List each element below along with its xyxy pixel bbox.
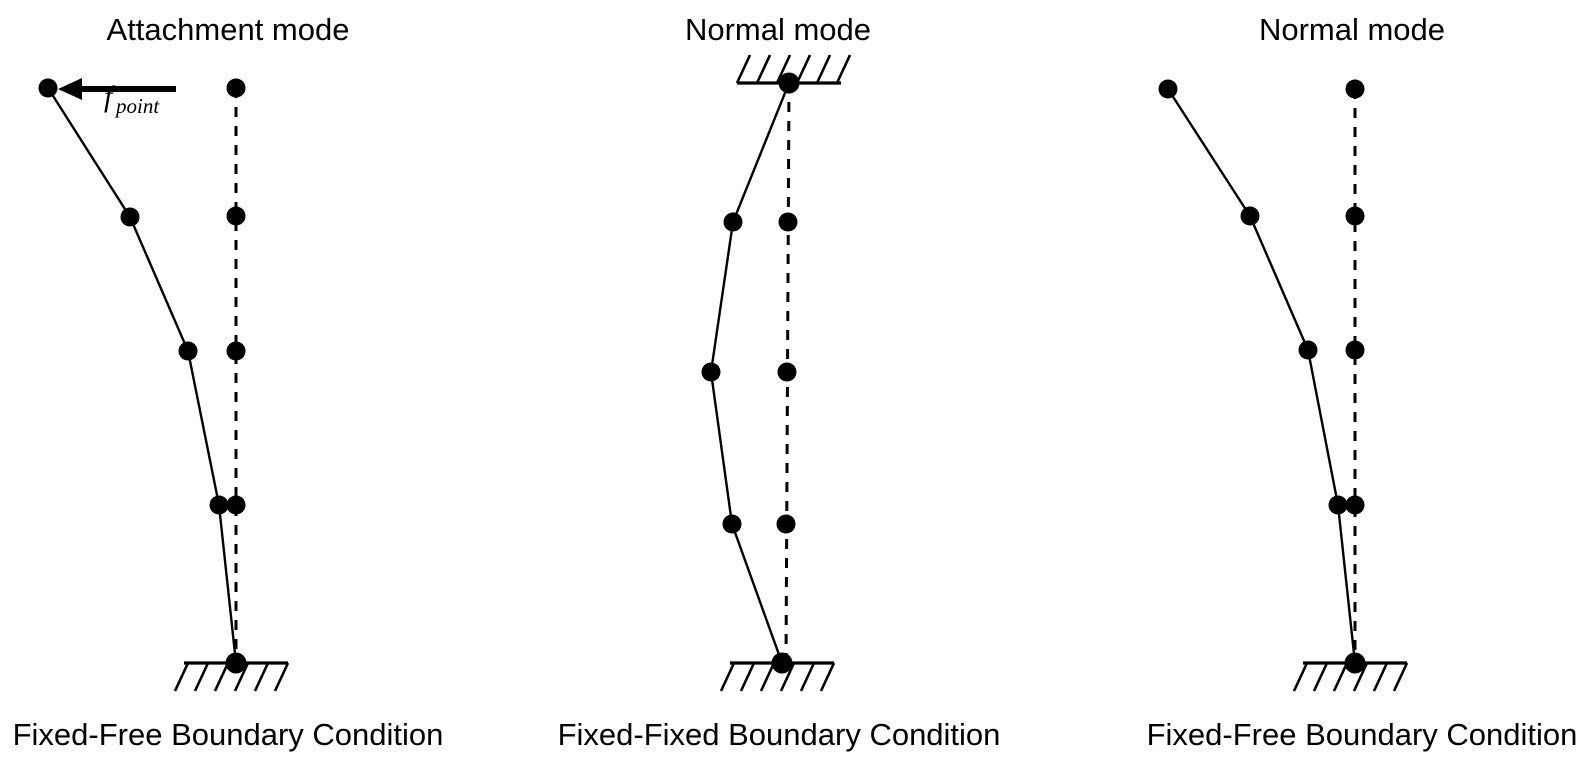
reference-node bbox=[1345, 79, 1365, 99]
mode-node bbox=[723, 212, 743, 232]
mode-node bbox=[1298, 340, 1318, 360]
mode-node bbox=[120, 207, 140, 227]
fixed-support-top-fixed-fixed bbox=[735, 54, 852, 85]
reference-node bbox=[1345, 340, 1365, 360]
force-label-base: f bbox=[104, 80, 116, 113]
mode-shape-curve-fixed-free bbox=[1166, 87, 1357, 665]
panel-title-normal-mode-fixed-free: Normal mode bbox=[1259, 12, 1445, 47]
reference-node bbox=[226, 78, 246, 98]
panel-attachment-mode: Attachment mode bbox=[13, 12, 444, 752]
panel-normal-mode-fixed-free: Normal mode bbox=[1147, 12, 1578, 752]
boundary-condition-label-fixed-free: Fixed-Free Boundary Condition bbox=[1147, 717, 1578, 752]
reference-node bbox=[777, 362, 797, 382]
force-annotation-fpoint: f point bbox=[58, 78, 176, 118]
mode-node bbox=[38, 78, 58, 98]
panel-normal-mode-fixed-fixed: Normal mode bbox=[558, 12, 1001, 752]
mode-shape-curve-fixed-fixed bbox=[709, 81, 791, 665]
mode-node bbox=[701, 362, 721, 382]
mode-shape-curve-attachment bbox=[46, 86, 238, 665]
fixed-support-bottom-fixed-fixed bbox=[719, 661, 836, 692]
mode-node bbox=[209, 495, 229, 515]
boundary-condition-label-attachment: Fixed-Free Boundary Condition bbox=[13, 717, 444, 752]
reference-node bbox=[226, 206, 246, 226]
fixed-support-bottom-fixed-free bbox=[1292, 661, 1409, 692]
boundary-condition-label-fixed-fixed: Fixed-Fixed Boundary Condition bbox=[558, 717, 1001, 752]
reference-node bbox=[776, 514, 796, 534]
mode-node bbox=[1328, 495, 1348, 515]
force-arrow-head bbox=[58, 78, 82, 100]
fixed-support-bottom-attachment bbox=[173, 661, 290, 692]
mode-node bbox=[722, 514, 742, 534]
mode-node bbox=[1240, 206, 1260, 226]
panel-title-normal-mode-fixed-fixed: Normal mode bbox=[685, 12, 871, 47]
reference-node bbox=[226, 341, 246, 361]
reference-node bbox=[1345, 206, 1365, 226]
reference-node bbox=[226, 495, 246, 515]
mode-node bbox=[178, 341, 198, 361]
reference-node bbox=[1345, 495, 1365, 515]
mode-node bbox=[1158, 79, 1178, 99]
panel-title-attachment-mode: Attachment mode bbox=[107, 12, 350, 47]
reference-node bbox=[778, 212, 798, 232]
force-label-subscript: point bbox=[114, 94, 160, 118]
